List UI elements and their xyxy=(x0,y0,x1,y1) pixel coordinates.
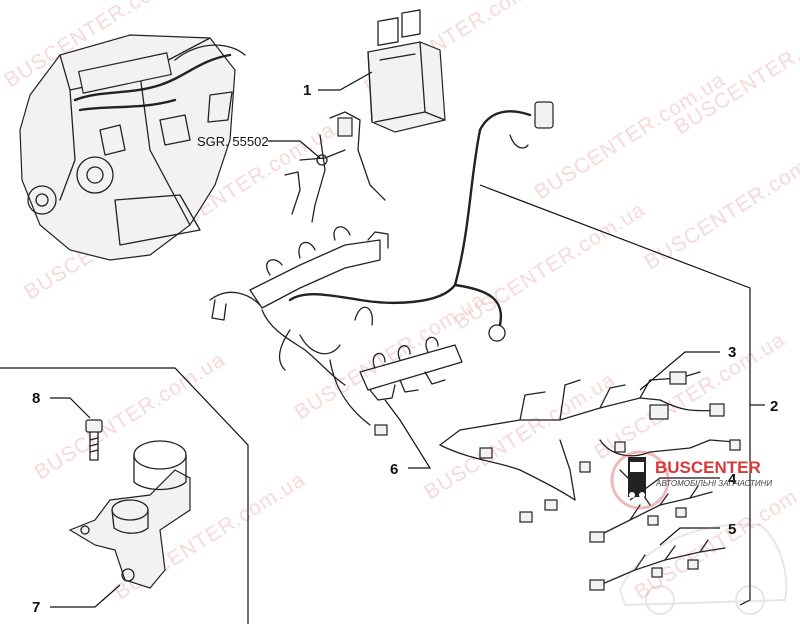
watermark: BUSCENTER.com.ua xyxy=(530,68,729,204)
callout-2: 2 xyxy=(770,398,778,415)
callout-6: 6 xyxy=(390,461,398,478)
reference-label: SGR. 55502 xyxy=(197,134,269,149)
callout-4: 4 xyxy=(728,471,737,488)
callout-labels: 1 2 3 4 5 6 7 8 SGR. 55502 xyxy=(32,82,778,616)
logo-title: BUSCENTER xyxy=(655,458,761,477)
bracket-7 xyxy=(68,440,191,589)
watermark: BUSCENTER.com.ua xyxy=(630,468,800,604)
sub-harness-5 xyxy=(589,539,726,591)
callout-5: 5 xyxy=(728,521,736,538)
leader-lines xyxy=(0,71,765,624)
buscenter-logo: BUSCENTER АВТОМОБІЛЬНІ ЗАПЧАСТИНИ xyxy=(610,450,772,510)
car-watermark xyxy=(618,523,788,615)
callout-1: 1 xyxy=(303,82,311,99)
logo-subtitle: АВТОМОБІЛЬНІ ЗАПЧАСТИНИ xyxy=(655,479,772,488)
callout-8: 8 xyxy=(32,390,40,407)
callout-7: 7 xyxy=(32,599,40,616)
callout-3: 3 xyxy=(728,344,736,361)
mounting-bracket-sgr xyxy=(284,111,386,223)
watermark: BUSCENTER.com.ua xyxy=(670,3,800,139)
watermark: BUSCENTER.com.ua xyxy=(450,198,649,334)
watermark: BUSCENTER.com.ua xyxy=(420,368,619,504)
ecu-module xyxy=(367,9,446,133)
engine-illustration xyxy=(19,34,246,261)
sub-harness-4 xyxy=(589,485,713,543)
sub-harness-3 xyxy=(439,371,741,523)
injector-harness xyxy=(359,336,463,436)
bolt-8 xyxy=(85,419,103,461)
watermark: BUSCENTER.com.ua xyxy=(640,138,800,274)
main-harness xyxy=(209,101,554,426)
